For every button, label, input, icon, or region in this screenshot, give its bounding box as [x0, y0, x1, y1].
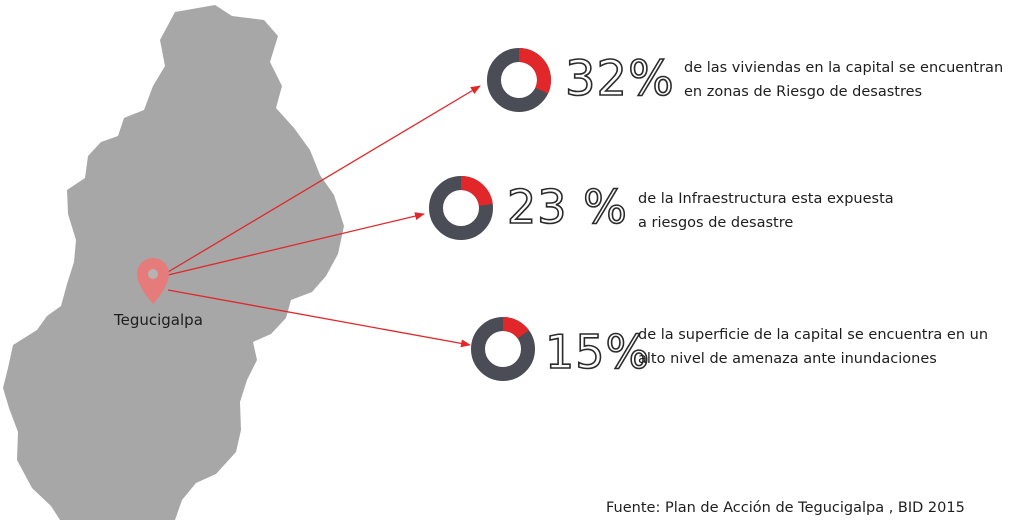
stat-3-percent: 15% [544, 325, 651, 379]
stat-3-line-2: alto nivel de amenaza ante inundaciones [638, 351, 937, 367]
arrow-to-stat-2 [167, 212, 425, 276]
stat-1-line-1: de las viviendas en la capital se encuen… [684, 60, 1004, 76]
donut-1-slice [518, 48, 551, 94]
stat-3-line-1: de la superficie de la capital se encuen… [638, 327, 989, 343]
arrow-to-stat-3 [167, 289, 471, 348]
stat-1-percent: 32% [564, 51, 675, 107]
location-pin-icon [137, 258, 169, 304]
donut-2-slice [460, 176, 493, 207]
donut-ring-3 [471, 317, 535, 381]
stat-2-percent: 23 % [506, 180, 628, 234]
region-map [3, 5, 344, 520]
donut-3-slice [502, 317, 529, 339]
stat-1-description: de las viviendas en la capital se encuen… [684, 56, 1003, 104]
stat-2-line-2: a riesgos de desastre [638, 215, 794, 231]
stat-3-description: de la superficie de la capital se encuen… [638, 323, 988, 371]
donut-ring-1 [487, 48, 551, 112]
stat-1-line-2: en zonas de Riesgo de desastres [684, 84, 923, 100]
donut-ring-2 [429, 176, 493, 240]
stat-2-line-1: de la Infraestructura esta expuesta [638, 191, 894, 207]
source-note: Fuente: Plan de Acción de Tegucigalpa , … [606, 500, 965, 516]
arrow-to-stat-1 [167, 85, 481, 273]
city-label: Tegucigalpa [114, 311, 203, 329]
stat-2-description: de la Infraestructura esta expuesta a ri… [638, 187, 894, 235]
